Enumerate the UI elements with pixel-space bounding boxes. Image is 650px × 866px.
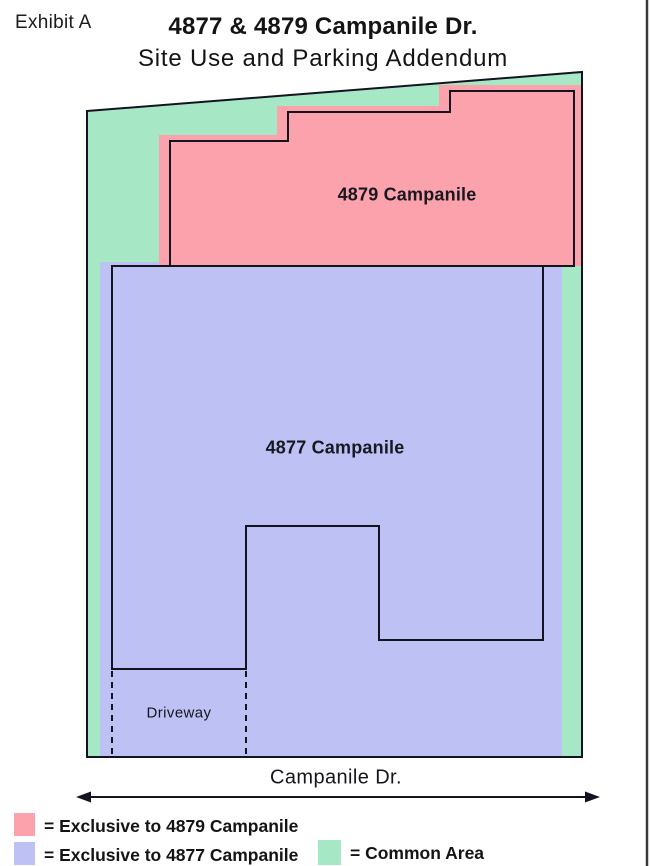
street-arrow [76, 791, 600, 803]
legend-swatch-common [318, 840, 341, 865]
legend-label-common: = Common Area [350, 843, 485, 863]
area-4877-label: 4877 Campanile [265, 437, 405, 458]
area-4877-outline [111, 265, 544, 670]
site-parcel-border [86, 70, 583, 758]
page-title: 4877 & 4879 Campanile Dr. [168, 13, 478, 40]
legend-swatch-4877 [14, 842, 35, 865]
legend-swatch-common-color [318, 840, 341, 865]
legend-label-4877: = Exclusive to 4877 Campanile [44, 845, 299, 865]
legend-label-4879: = Exclusive to 4879 Campanile [44, 816, 299, 836]
street-label: Campanile Dr. [270, 766, 402, 789]
legend-swatch-4877-color [14, 842, 35, 865]
driveway-label: Driveway [146, 704, 212, 722]
legend-swatch-4879 [14, 813, 35, 836]
legend-swatch-4879-color [14, 813, 35, 836]
page-subtitle: Site Use and Parking Addendum [137, 45, 509, 72]
area-4879-label: 4879 Campanile [337, 184, 477, 205]
exhibit-label: Exhibit A [15, 12, 92, 33]
